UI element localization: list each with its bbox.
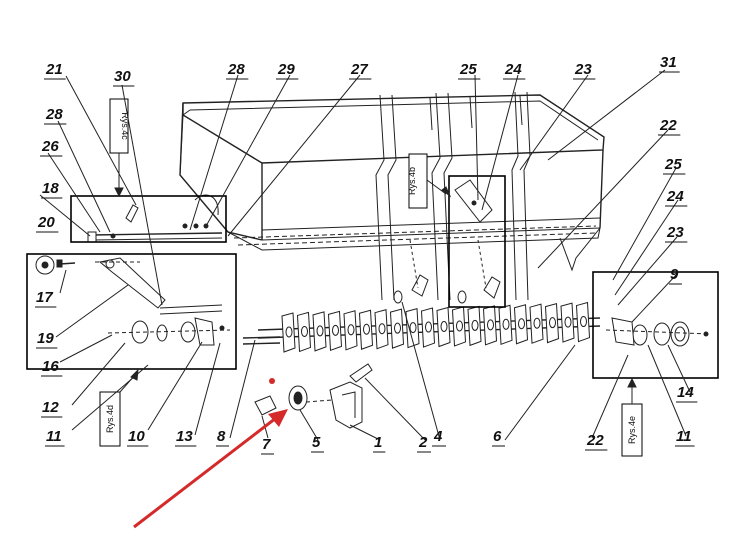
callout-2: 2 <box>418 434 428 451</box>
callout-20: 20 <box>37 214 55 231</box>
callout-11-left: 11 <box>46 428 62 445</box>
callout-23-right: 23 <box>666 224 684 241</box>
callout-8: 8 <box>217 428 226 445</box>
ref-label-rys-4d: Rys.4d <box>105 405 115 433</box>
roller-hub <box>580 316 587 328</box>
callout-underlines <box>35 71 698 455</box>
leader-lines <box>39 69 691 441</box>
roller-hub <box>316 325 324 337</box>
roller-hub <box>347 324 355 336</box>
callout-22-top: 22 <box>659 117 677 134</box>
callout-21: 21 <box>45 61 63 78</box>
callout-25-top: 25 <box>459 61 477 78</box>
roller-hub <box>363 323 370 335</box>
callout-12: 12 <box>42 399 59 416</box>
roller-hub <box>549 317 556 329</box>
cut-brackets <box>375 91 531 301</box>
roller-hub <box>440 321 448 332</box>
ref-box-rys-4e: Rys.4e <box>621 377 643 457</box>
roller-hub <box>471 319 479 331</box>
ref-label-rys-4e: Rys.4e <box>627 416 637 444</box>
callout-27: 27 <box>350 61 368 78</box>
agitator-parts <box>393 179 501 304</box>
callout-24-right: 24 <box>666 188 684 205</box>
callout-29: 29 <box>277 61 295 78</box>
roller-hub <box>487 319 494 331</box>
roller-hub <box>332 324 339 336</box>
ref-box-rys-4b: Rys.4b <box>407 153 452 209</box>
roller-hub <box>456 320 463 332</box>
roller-hub <box>285 326 293 338</box>
left-drive-parts <box>35 255 231 346</box>
callout-1: 1 <box>374 434 382 451</box>
callout-25-right: 25 <box>664 156 682 173</box>
hopper-body <box>179 94 605 272</box>
bracket-plate <box>194 317 215 346</box>
frame-left-drive <box>26 253 237 370</box>
callout-31: 31 <box>660 54 677 71</box>
roller-hub <box>301 325 308 337</box>
red-arrow-head <box>268 409 288 427</box>
callout-23-top: 23 <box>574 61 592 78</box>
callout-9: 9 <box>670 266 679 283</box>
callout-5: 5 <box>312 434 321 451</box>
roller-hub <box>394 322 401 334</box>
roller-hub <box>378 323 386 335</box>
callout-17: 17 <box>36 289 53 306</box>
roller-hub <box>409 322 417 334</box>
roller-hub <box>502 318 510 330</box>
part-1-housing <box>329 381 363 429</box>
callout-30: 30 <box>114 68 131 85</box>
ref-box-rys-4c: Rys.4c <box>109 98 130 198</box>
red-marker-dot <box>269 378 275 384</box>
callout-24-top: 24 <box>504 61 522 78</box>
highlight-arrow <box>133 378 288 529</box>
callout-26: 26 <box>41 138 59 155</box>
callout-28-left: 28 <box>45 106 63 123</box>
metering-shaft <box>257 301 601 353</box>
frame-right-drive <box>592 271 719 379</box>
red-arrow-shaft <box>133 416 277 529</box>
right-drive-parts <box>605 317 711 347</box>
callout-7: 7 <box>262 436 271 453</box>
callout-13: 13 <box>176 428 193 445</box>
callout-6: 6 <box>493 428 502 445</box>
roller-row <box>281 301 591 353</box>
callout-11-right: 11 <box>676 428 692 445</box>
callout-19: 19 <box>37 330 54 347</box>
frame-top-left <box>70 195 227 243</box>
roller-hub <box>564 316 572 328</box>
roller-hub <box>425 321 432 333</box>
callout-16: 16 <box>42 358 59 375</box>
ref-label-rys-4b: Rys.4b <box>407 167 417 195</box>
callout-28-top: 28 <box>227 61 245 78</box>
callout-4: 4 <box>433 428 443 445</box>
roller-hub <box>533 317 541 329</box>
callout-22-bottom: 22 <box>586 432 604 449</box>
lower-parts <box>242 336 373 429</box>
callout-10: 10 <box>128 428 145 445</box>
slot-row <box>233 225 597 246</box>
callouts: 21 30 28 26 18 20 17 19 16 12 11 10 13 8… <box>36 54 694 453</box>
callout-14: 14 <box>677 384 694 401</box>
ref-label-rys-4c: Rys.4c <box>120 112 130 140</box>
roller-hub <box>518 318 525 330</box>
callout-18: 18 <box>42 180 59 197</box>
